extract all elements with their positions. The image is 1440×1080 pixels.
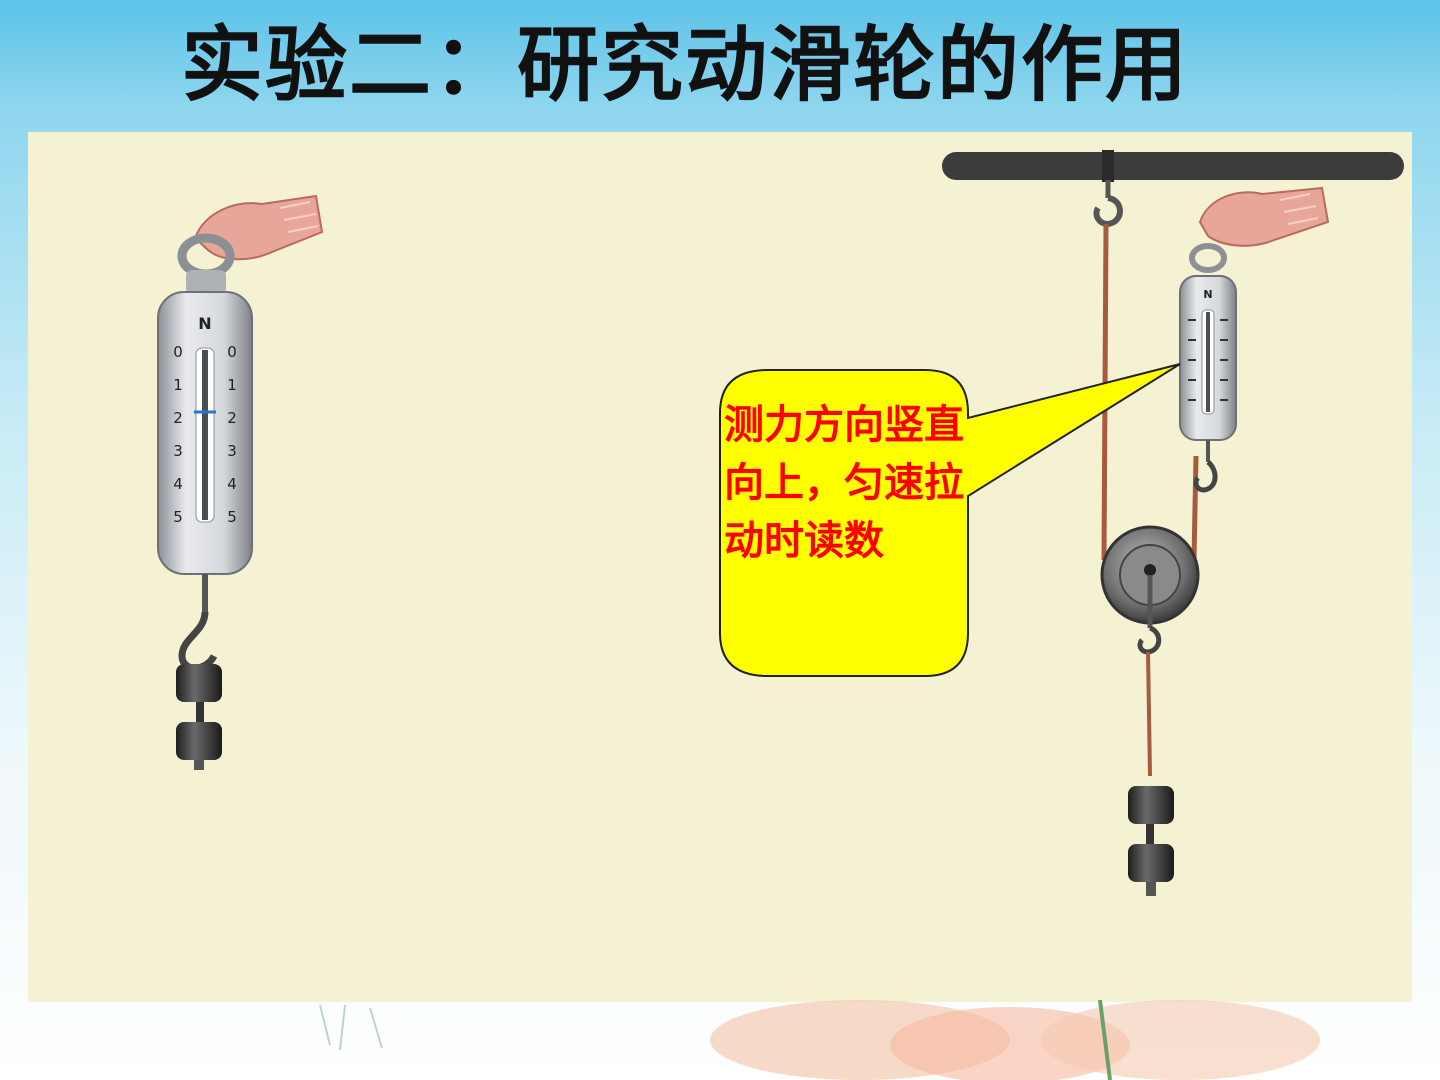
hook-icon (1093, 180, 1123, 228)
weights-right (1128, 786, 1174, 896)
hand-icon (193, 194, 324, 261)
spring-scale-right: N (1179, 275, 1237, 441)
tick-label: 4 (173, 475, 183, 493)
rope-pull-side (1191, 455, 1199, 561)
tick-label: 4 (227, 475, 237, 493)
tick-label: 3 (173, 442, 183, 460)
support-rod (942, 152, 1404, 180)
tick-label: 3 (227, 442, 237, 460)
callout-text: 测力方向竖直向上，匀速拉动时读数 (724, 401, 964, 564)
tick-label: 0 (227, 343, 237, 361)
tick-label: 5 (227, 508, 237, 526)
spring-scale-left: N (157, 291, 253, 575)
callout-bubble (719, 363, 1181, 677)
hook-icon (1193, 440, 1218, 493)
scale-ring-icon (1189, 243, 1227, 273)
weights-left (176, 664, 222, 770)
tick-label: 5 (173, 508, 183, 526)
tick-label: 1 (173, 376, 183, 394)
tick-label: 1 (227, 376, 237, 394)
hook-icon (178, 574, 218, 672)
movable-pulley (1100, 525, 1200, 655)
scale-top-cap (186, 270, 226, 294)
tick-label: 2 (173, 409, 183, 427)
tick-label: 2 (227, 409, 237, 427)
scale-unit-label: N (1203, 288, 1212, 301)
flower-decoration (319, 1000, 1320, 1080)
slide-title: 实验二：研究动滑轮的作用 (180, 17, 1189, 113)
hand-icon (1198, 186, 1330, 247)
tick-label: 0 (173, 343, 183, 361)
rod-clamp (1102, 150, 1114, 182)
scale-unit-label: N (198, 314, 211, 333)
rope-to-weights (1146, 651, 1152, 777)
scale-ticks-left: 0 1 2 3 4 5 0 1 2 3 4 5 (173, 343, 237, 526)
